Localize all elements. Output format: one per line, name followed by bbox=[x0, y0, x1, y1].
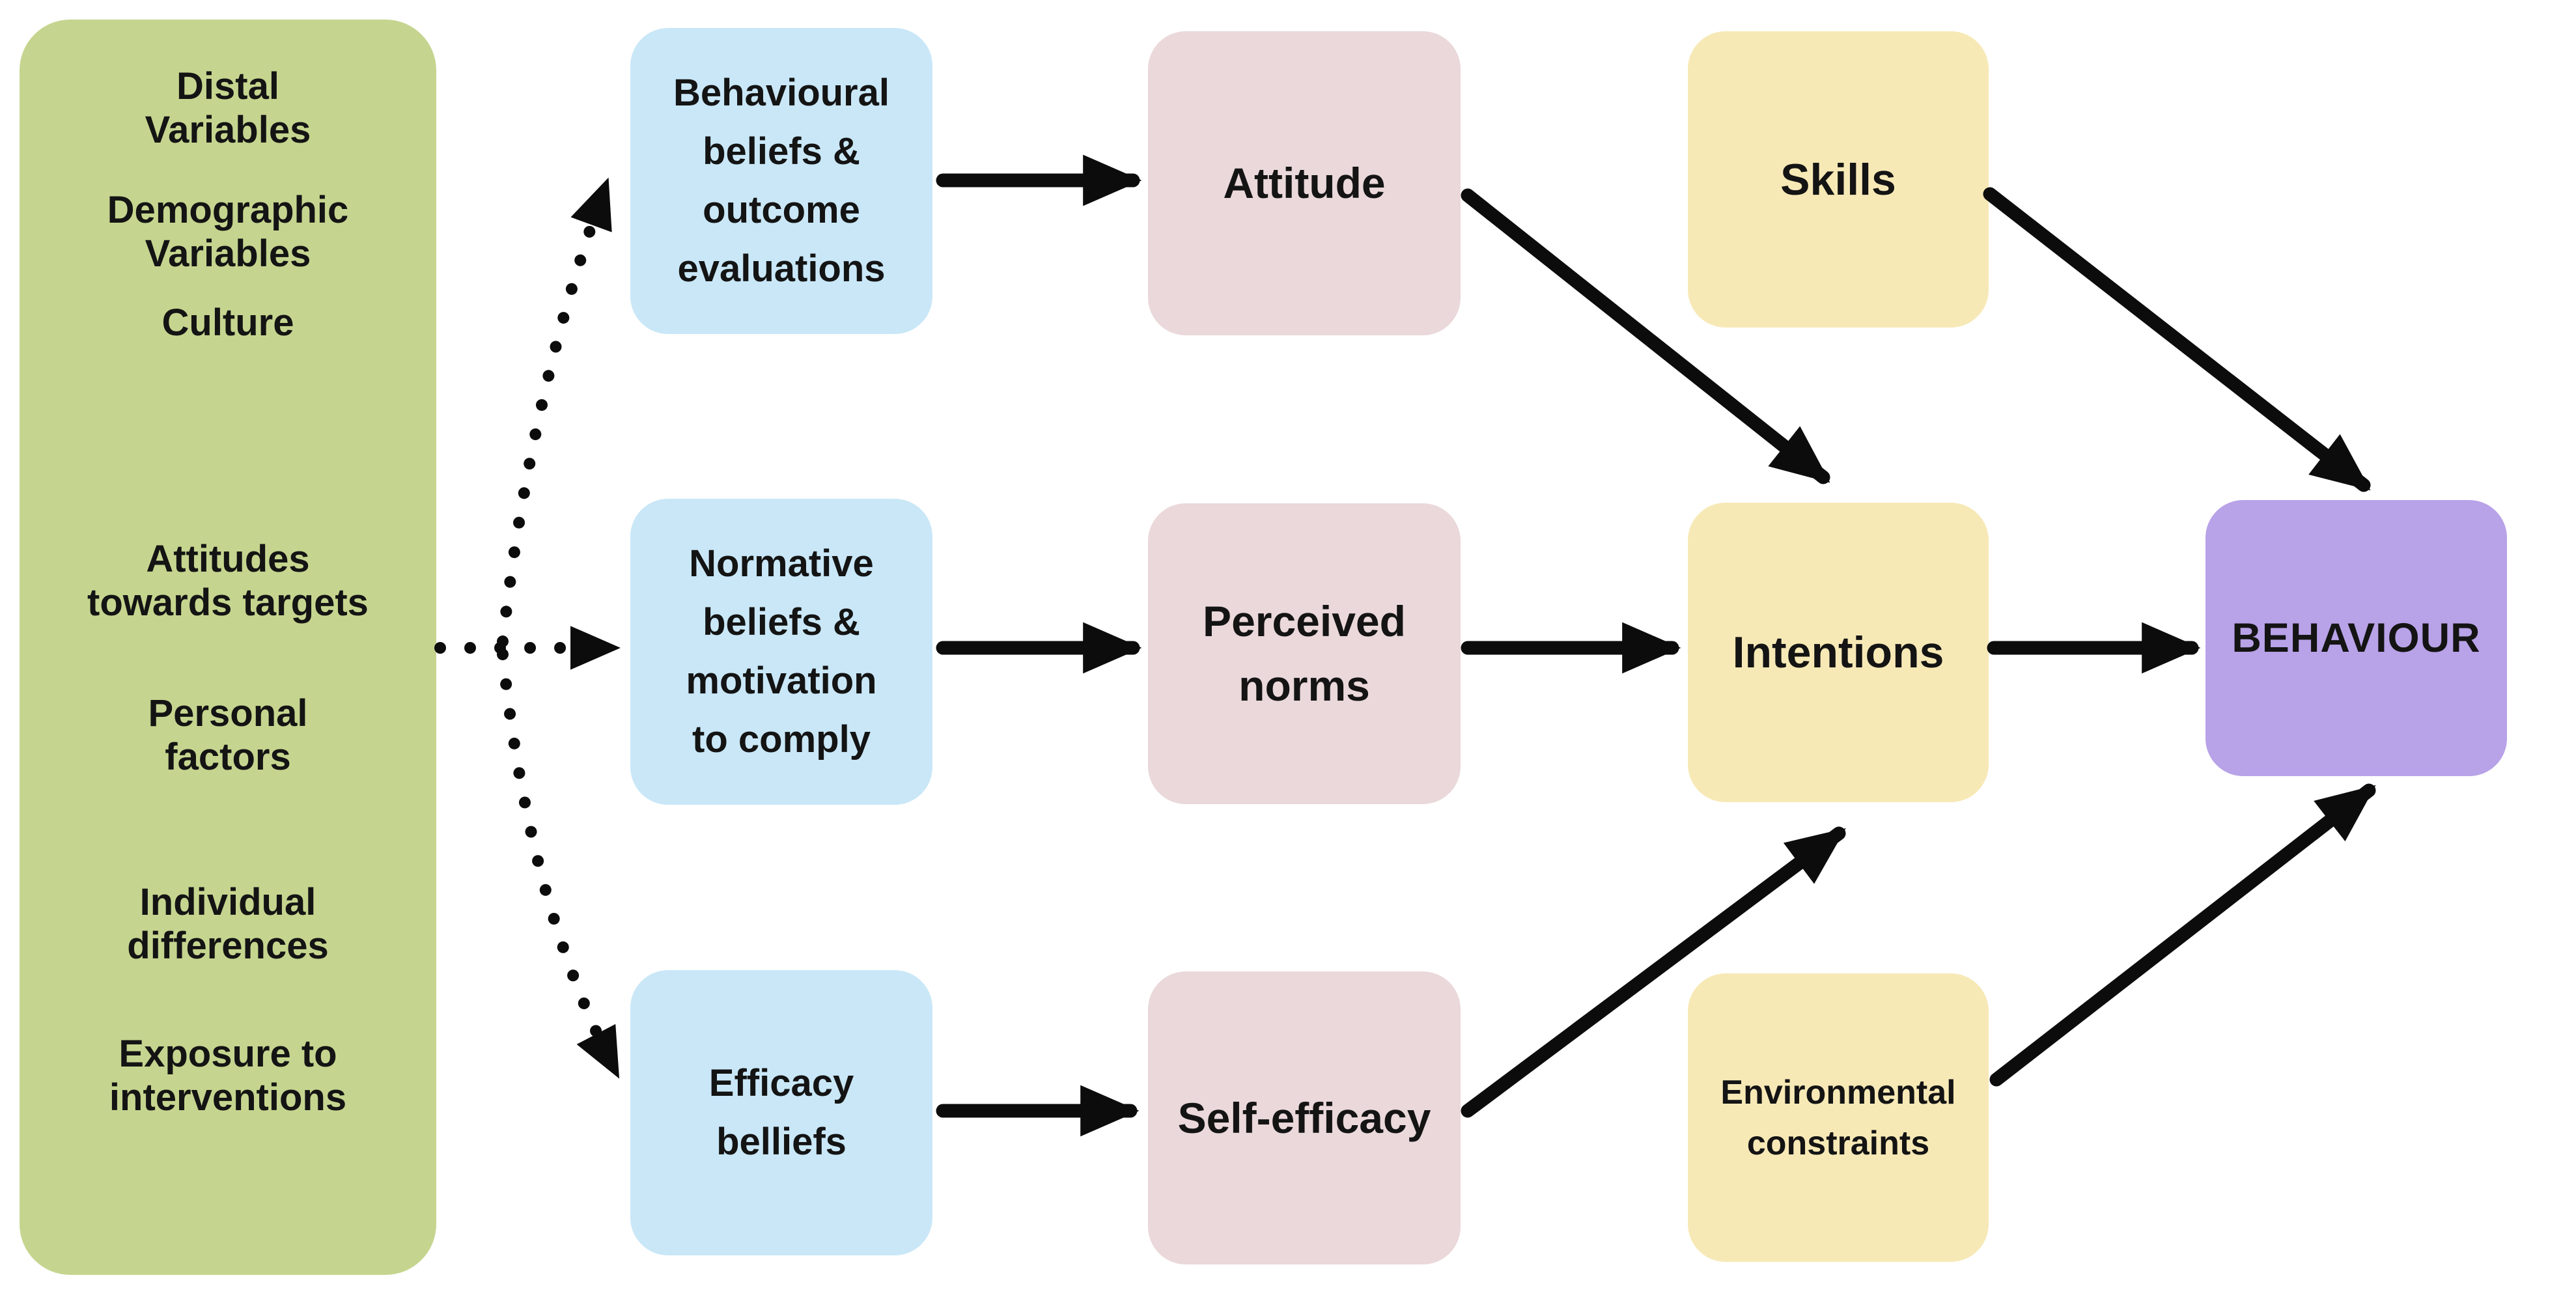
distal-item-personal-factors: Personal factors bbox=[148, 692, 308, 778]
efficacy-beliefs-label: Efficacy belliefs bbox=[708, 1062, 854, 1163]
normative-beliefs-box: Normative beliefs & motivation to comply bbox=[630, 499, 932, 805]
self-efficacy-label: Self-efficacy bbox=[1177, 1093, 1431, 1142]
intentions-label: Intentions bbox=[1732, 628, 1944, 677]
behavioural-beliefs-box: Behavioural beliefs & outcome evaluation… bbox=[630, 28, 932, 334]
distal-item-exposure-to-interventions: Exposure to interventions bbox=[109, 1033, 347, 1119]
arrow-distal-to-efficacy-beliefs bbox=[497, 649, 621, 1079]
arrow-skills-to-behaviour bbox=[1983, 187, 2371, 492]
behavioural-beliefs-label: Behavioural beliefs & outcome evaluation… bbox=[673, 72, 889, 290]
behaviour-label: BEHAVIOUR bbox=[2232, 615, 2481, 661]
attitude-label: Attitude bbox=[1223, 159, 1386, 207]
intentions-box: Intentions bbox=[1688, 503, 1989, 802]
distal-item-distal-variables: Distal Variables bbox=[145, 65, 311, 151]
arrow-distal-to-behavioural-beliefs bbox=[497, 177, 612, 647]
distal-variables-panel: Distal Variables Demographic Variables C… bbox=[20, 20, 436, 1275]
efficacy-beliefs-box: Efficacy belliefs bbox=[630, 970, 932, 1255]
perceived-norms-box: Perceived norms bbox=[1148, 503, 1461, 804]
self-efficacy-box: Self-efficacy bbox=[1148, 971, 1461, 1264]
normative-beliefs-label: Normative beliefs & motivation to comply bbox=[686, 542, 877, 761]
distal-item-individual-differences: Individual differences bbox=[127, 881, 329, 967]
attitude-box: Attitude bbox=[1148, 31, 1461, 335]
environmental-constraints-box: Environmental constraints bbox=[1688, 973, 1989, 1262]
distal-item-demographic-variables: Demographic Variables bbox=[107, 189, 349, 275]
environmental-constraints-label: Environmental constraints bbox=[1720, 1073, 1956, 1162]
distal-item-culture: Culture bbox=[161, 301, 294, 344]
arrow-environmental-constraints-to-behaviour bbox=[1989, 783, 2376, 1087]
behaviour-box: BEHAVIOUR bbox=[2205, 500, 2507, 776]
skills-label: Skills bbox=[1780, 154, 1896, 204]
skills-box: Skills bbox=[1688, 31, 1989, 328]
perceived-norms-label: Perceived norms bbox=[1203, 597, 1406, 710]
distal-item-attitudes-towards-targets: Attitudes towards targets bbox=[87, 538, 369, 624]
